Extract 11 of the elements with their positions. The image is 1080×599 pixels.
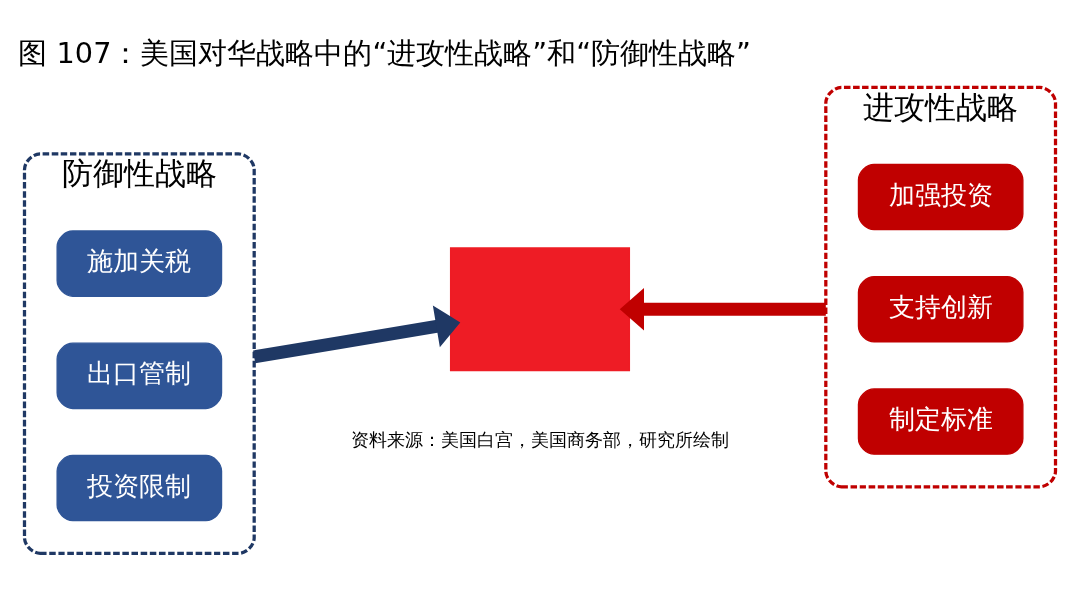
arrow: [253, 305, 461, 364]
node-box: 施加关税: [56, 230, 223, 297]
node-box: 加强投资: [857, 163, 1024, 231]
node-flag: [449, 247, 631, 372]
node-box: 支持创新: [857, 276, 1024, 343]
node-box: 出口管制: [56, 342, 223, 410]
node-box: 制定标准: [857, 388, 1024, 455]
arrow: [619, 288, 826, 331]
label: 资料来源：美国白宫，美国商务部，研究所绘制: [351, 428, 729, 450]
diagram-title: 图 107：美国对华战略中的“进攻性战略”和“防御性战略”: [18, 36, 751, 71]
node-box: 投资限制: [56, 454, 223, 522]
